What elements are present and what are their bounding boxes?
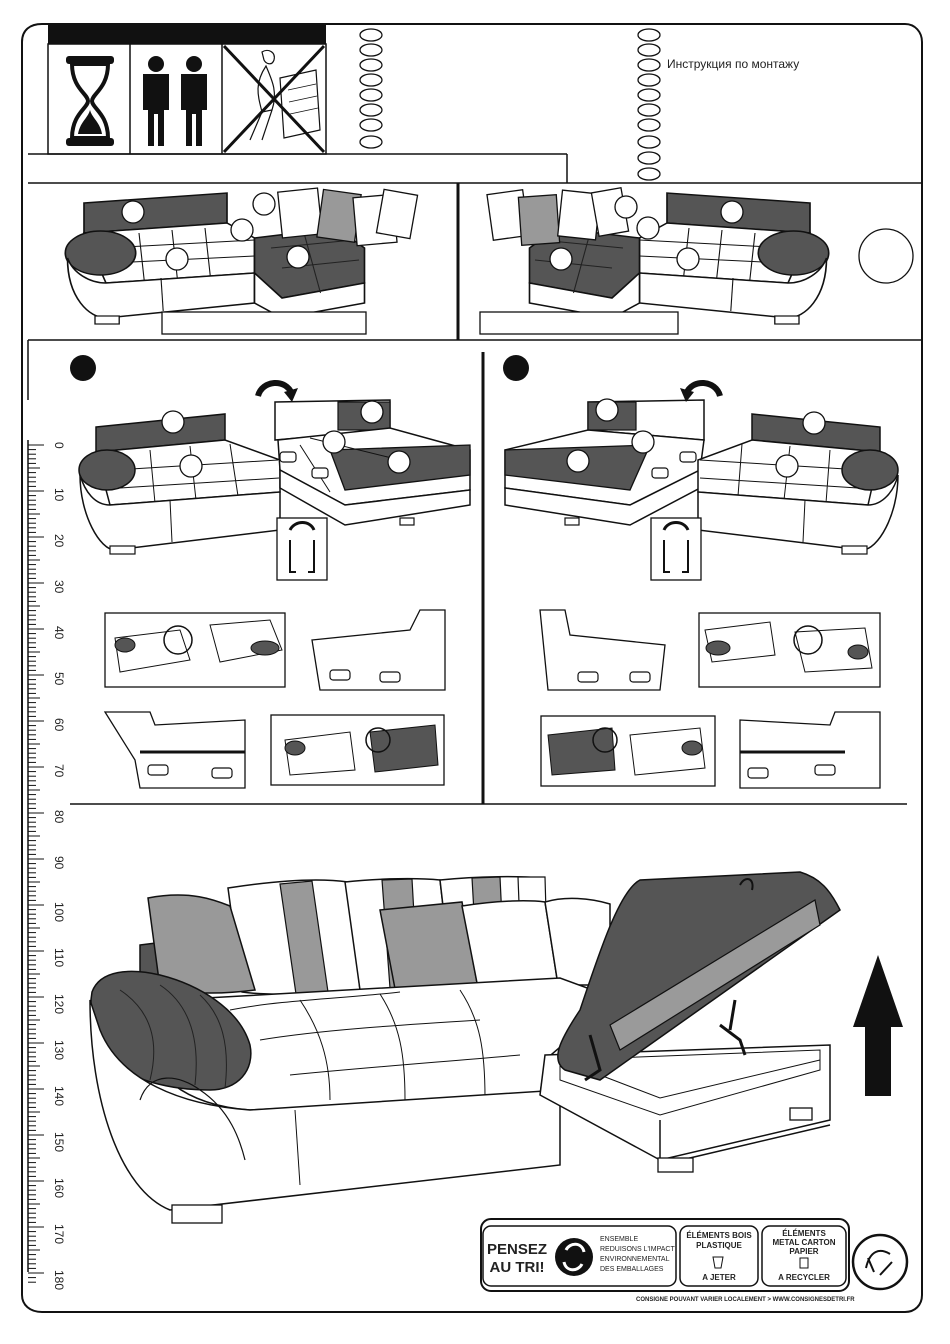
ruler-label: 20 <box>52 534 66 547</box>
ruler-label: 150 <box>52 1132 66 1152</box>
header-bar <box>48 24 326 44</box>
campaign-line-2: REDUISONS L'IMPACT <box>600 1246 675 1254</box>
right-detail-box-4 <box>740 712 880 788</box>
ruler-label: 80 <box>52 810 66 823</box>
left-clip-box <box>277 518 327 580</box>
ruler-label: 40 <box>52 626 66 639</box>
ruler-label: 50 <box>52 672 66 685</box>
assembly-right-sofa <box>698 414 898 554</box>
ruler-label: 170 <box>52 1224 66 1244</box>
ruler-label: 30 <box>52 580 66 593</box>
ruler-label: 100 <box>52 902 66 922</box>
measuring-ruler <box>28 440 44 1282</box>
campaign-line-3: ENVIRONNEMENTAL <box>600 1256 670 1264</box>
right-clip-box <box>651 518 701 580</box>
left-detail-box-2 <box>312 610 445 690</box>
triman-icon <box>853 1235 907 1289</box>
ruler-label: 140 <box>52 1086 66 1106</box>
ruler-label: 90 <box>52 856 66 869</box>
left-config-label-box <box>162 312 366 334</box>
big-sofa-illustration <box>90 872 840 1223</box>
ruler-label: 70 <box>52 764 66 777</box>
right-config-label-box <box>480 312 678 334</box>
metal-title-2: METAL CARTON <box>762 1238 846 1247</box>
pensez-line-1: PENSEZ <box>486 1241 548 1258</box>
rotate-arrow-icon <box>258 383 298 402</box>
left-detail-box-4 <box>271 715 444 785</box>
assembly-left-sofa <box>79 414 280 554</box>
recycling-footer: CONSIGNE POUVANT VARIER LOCALEMENT > WWW… <box>636 1297 855 1303</box>
ruler-label: 160 <box>52 1178 66 1198</box>
pensez-line-2: AU TRI! <box>486 1259 548 1276</box>
ruler-label: 180 <box>52 1270 66 1290</box>
ruler-label: 0 <box>52 442 66 449</box>
metal-action: A RECYCLER <box>762 1273 846 1282</box>
lift-up-arrow-icon <box>853 955 903 1096</box>
right-detail-box-2 <box>699 613 880 687</box>
right-detail-box-3 <box>541 716 715 786</box>
campaign-line-4: DES EMBALLAGES <box>600 1266 663 1274</box>
language-ovals-right <box>638 29 660 180</box>
ruler-label: 120 <box>52 994 66 1014</box>
ruler-label: 60 <box>52 718 66 731</box>
ruler-label: 130 <box>52 1040 66 1060</box>
language-ovals-left <box>360 29 382 148</box>
rotate-arrow-icon-right <box>680 383 720 402</box>
ruler-label: 10 <box>52 488 66 501</box>
instruction-title: Инструкция по монтажу <box>667 57 799 71</box>
left-detail-box-1 <box>105 613 285 687</box>
left-detail-box-3 <box>105 712 245 788</box>
campaign-line-1: ENSEMBLE <box>600 1236 638 1244</box>
right-detail-box-1 <box>540 610 665 690</box>
wood-title-2: PLASTIQUE <box>680 1241 758 1250</box>
ruler-label: 110 <box>52 948 66 967</box>
empty-circle-marker <box>859 229 913 283</box>
step-marker-a <box>70 355 96 381</box>
wood-title-1: ÉLÉMENTS BOIS <box>680 1231 758 1240</box>
step-marker-b <box>503 355 529 381</box>
metal-title-3: PAPIER <box>762 1247 846 1256</box>
wood-action: A JETER <box>680 1273 758 1282</box>
metal-title-1: ÉLÉMENTS <box>762 1229 846 1238</box>
